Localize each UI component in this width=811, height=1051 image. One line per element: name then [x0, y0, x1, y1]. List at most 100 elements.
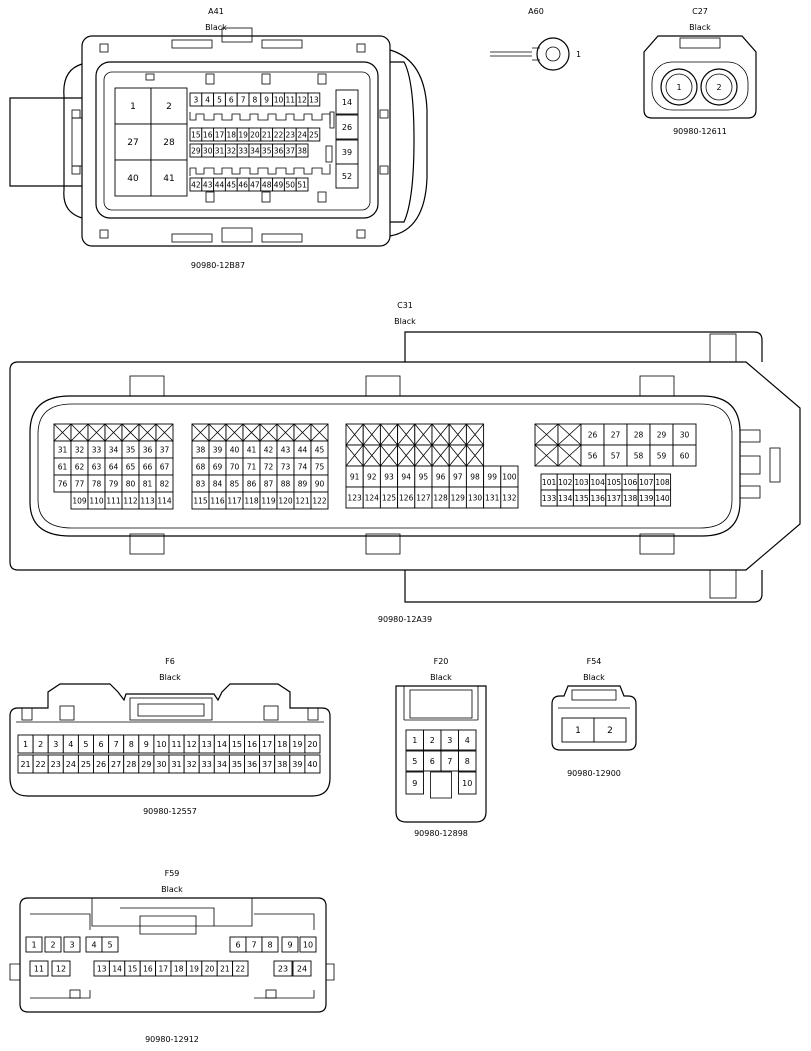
f6-color: Black [159, 673, 181, 682]
f6-pin-1: 1 [23, 740, 28, 749]
c31-pin-101: 101 [542, 478, 557, 487]
c31-pin-32: 32 [75, 446, 85, 455]
f54-pin-1: 1 [575, 726, 581, 736]
f6-pin-38: 38 [277, 760, 287, 769]
c31-pin-36: 36 [143, 446, 153, 455]
a41-pin-23: 23 [286, 131, 296, 140]
c31-pin-111: 111 [106, 497, 121, 506]
f6-pin-30: 30 [156, 760, 166, 769]
f6-pin-33: 33 [202, 760, 212, 769]
f20-color: Black [430, 673, 452, 682]
c31-pin-blank-blank-cross [208, 423, 227, 442]
c31-pin-blank-blank-cross [380, 423, 398, 446]
c31-pin-blank-blank-cross [557, 423, 582, 446]
c31-pin-blank-blank-cross [431, 444, 450, 467]
f6-pin-8: 8 [129, 740, 134, 749]
c31-pin-125: 125 [382, 494, 397, 503]
c31-pin-65: 65 [126, 463, 136, 472]
c31-pin-45: 45 [315, 446, 325, 455]
c31-pin-73: 73 [281, 463, 291, 472]
f6-pin-28: 28 [126, 760, 136, 769]
c31-pin-blank-blank-cross [466, 423, 484, 446]
a41-pin-22: 22 [274, 131, 284, 140]
c31-pin-71: 71 [247, 463, 257, 472]
a41-pin-4: 4 [205, 96, 210, 105]
c31-pin-69: 69 [213, 463, 223, 472]
a41-pin-11: 11 [286, 96, 296, 105]
c31-pin-110: 110 [89, 497, 104, 506]
c31-pin-30: 30 [680, 431, 690, 440]
c31-pin-129: 129 [451, 494, 466, 503]
a41-pin-36: 36 [274, 147, 284, 156]
c31-pin-blank-blank-cross [87, 423, 106, 442]
f59-pin-3: 3 [69, 941, 74, 950]
f6-pin-20-cell [304, 734, 321, 754]
f59-pin-5: 5 [107, 941, 112, 950]
c31-pin-89: 89 [298, 480, 308, 489]
a41-pin-32: 32 [227, 147, 237, 156]
c31-pin-117: 117 [227, 497, 242, 506]
c31-pin-blank-blank-cross [431, 423, 450, 446]
f6-part-number: 90980-12557 [143, 807, 197, 816]
f6-pin-40: 40 [307, 760, 317, 769]
f59-pin-5-cell [101, 936, 119, 953]
c31-code: C31 [397, 301, 413, 310]
c31-pin-140-cell [653, 489, 672, 507]
c31-pin-40: 40 [230, 446, 240, 455]
a41-pin-17: 17 [215, 131, 225, 140]
c31-pin-120: 120 [278, 497, 293, 506]
c31-pin-123: 123 [347, 494, 362, 503]
f59-pin-24-cell [292, 960, 312, 977]
c31-pin-85: 85 [230, 480, 240, 489]
f59-pin-12: 12 [56, 965, 66, 974]
c31-pin-blank-blank-cross [225, 423, 244, 442]
a41-pin-7: 7 [241, 96, 246, 105]
a41-pin-14: 14 [342, 98, 352, 107]
f59-pin-24: 24 [297, 965, 307, 974]
f6-pin-9: 9 [144, 740, 149, 749]
f59-pin-3-cell [63, 936, 81, 953]
f6-pin-27: 27 [111, 760, 121, 769]
f6-pin-22: 22 [36, 760, 46, 769]
a41-pin-37: 37 [286, 147, 296, 156]
c31-pin-95: 95 [419, 473, 429, 482]
a41-color: Black [205, 23, 227, 32]
c31-pin-blank-blank-cross [534, 423, 559, 446]
a41-pin-38: 38 [297, 147, 307, 156]
f59-pin-9: 9 [287, 941, 292, 950]
f59-pin-21: 21 [220, 965, 230, 974]
connector-c27: C27 Black 90980-12611 1 2 [643, 7, 757, 136]
c31-pin-107: 107 [639, 478, 654, 487]
c31-pin-105: 105 [607, 478, 622, 487]
f59-pin-4: 4 [91, 941, 96, 950]
c31-pin-38: 38 [196, 446, 206, 455]
c31-pin-137: 137 [607, 494, 622, 503]
c31-pin-blank-blank-cross [259, 423, 278, 442]
c27-pin-1: 1 [676, 83, 681, 92]
c31-pin-115: 115 [193, 497, 208, 506]
f20-pin-5: 5 [412, 757, 417, 766]
c31-pin-106: 106 [623, 478, 638, 487]
a41-pin-41-cell [150, 159, 188, 197]
f6-pin-15: 15 [232, 740, 242, 749]
f59-pin-23: 23 [278, 965, 288, 974]
f20-part-number: 90980-12898 [414, 829, 468, 838]
c31-pin-blank-blank-cross [362, 423, 381, 446]
c31-pin-78: 78 [92, 480, 102, 489]
c31-pin-96: 96 [436, 473, 446, 482]
c31-pin-87: 87 [264, 480, 274, 489]
c31-pin-37: 37 [160, 446, 170, 455]
a41-pin-33: 33 [238, 147, 248, 156]
f59-pin-8: 8 [267, 941, 272, 950]
a41-pin-47: 47 [250, 181, 260, 190]
c31-pin-139: 139 [639, 494, 654, 503]
c31-pin-83: 83 [196, 480, 206, 489]
c31-pin-134: 134 [558, 494, 573, 503]
c31-pin-124: 124 [365, 494, 380, 503]
f54-part-number: 90980-12900 [567, 769, 621, 778]
a41-pin-41: 41 [163, 174, 174, 184]
c31-pin-103: 103 [574, 478, 589, 487]
f59-pin-2: 2 [50, 941, 55, 950]
